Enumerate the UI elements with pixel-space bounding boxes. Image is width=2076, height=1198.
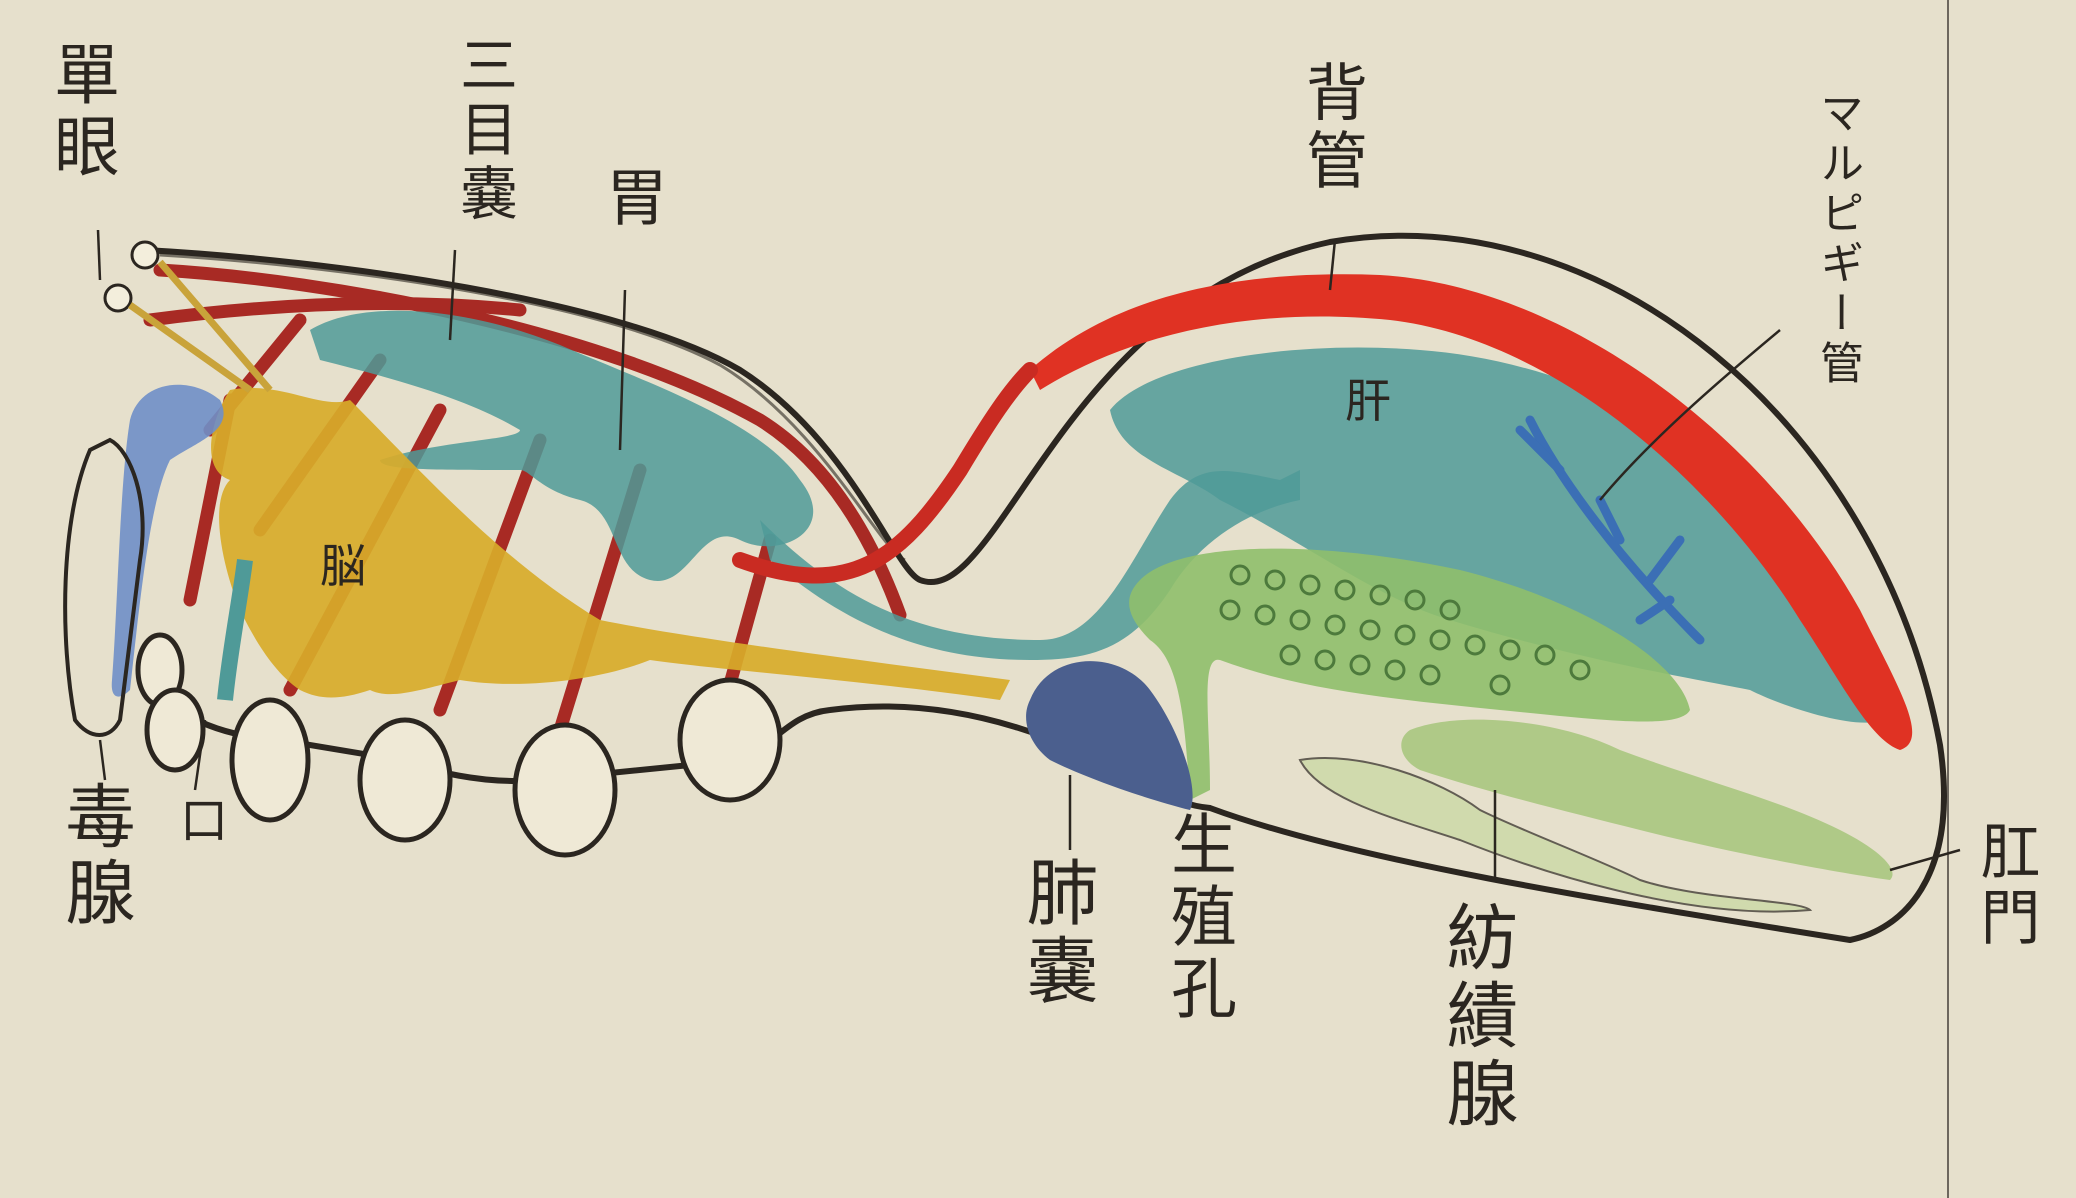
lung-sac [1026, 661, 1193, 810]
label-simple-eye: 單眼 [48, 40, 114, 184]
simple-eye-top [132, 242, 158, 268]
label-anus: 肛門 [1975, 820, 2035, 952]
label-stomach: 胃 [600, 165, 662, 233]
label-malpighian-tube: マルピギー管 [1815, 90, 1859, 390]
label-spinning-gland: 紡績腺 [1440, 900, 1512, 1134]
mouth-part [225, 560, 245, 700]
label-brain: 脳 [320, 530, 366, 596]
simple-eye-bottom [105, 285, 131, 311]
label-dorsal-vessel: 背管 [1300, 60, 1362, 196]
label-liver: 肝 [1345, 365, 1391, 431]
label-lung-sac: 肺嚢 [1020, 855, 1092, 1011]
label-stomach-sac: 三目嚢 [455, 35, 513, 227]
label-mouth: 口 [175, 795, 223, 849]
label-venom-gland: 毒腺 [60, 780, 130, 932]
label-genital-pore: 生殖孔 [1165, 810, 1231, 1026]
spinning-gland [1401, 720, 1892, 880]
